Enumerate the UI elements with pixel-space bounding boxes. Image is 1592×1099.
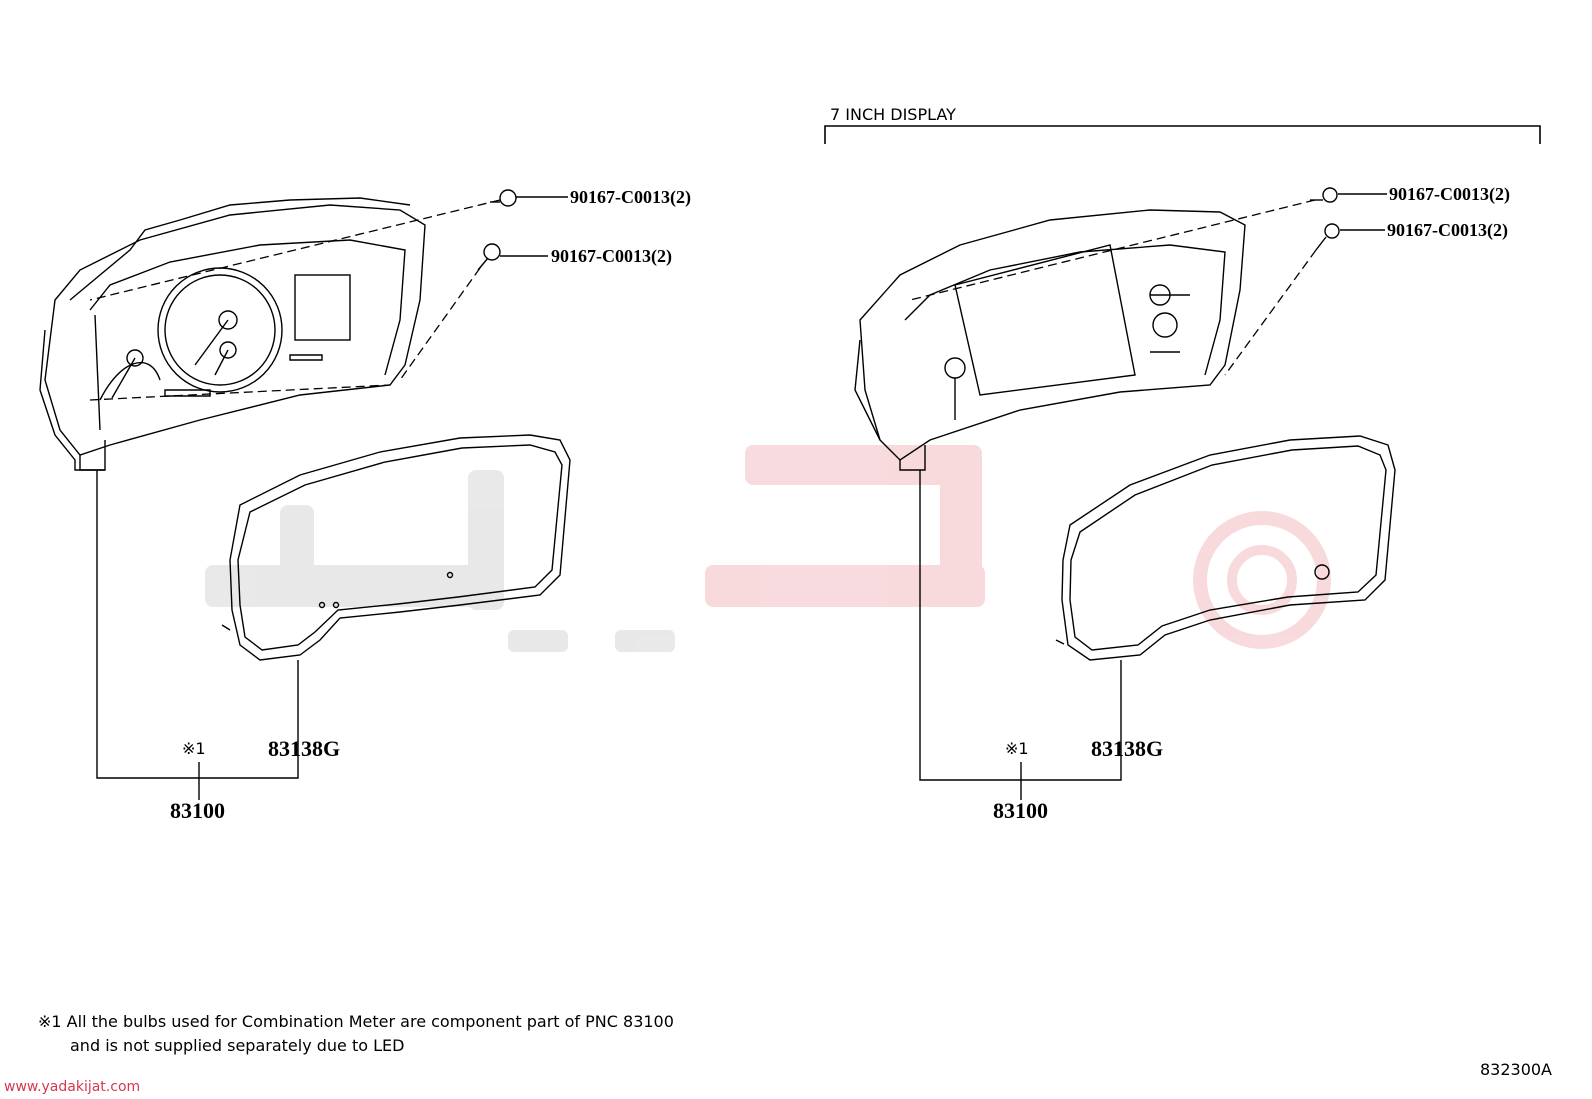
left-glass-label: 83138G — [268, 736, 340, 761]
right-leader-lines — [919, 193, 1387, 800]
section-bracket — [824, 125, 1541, 144]
right-meter-housing — [854, 209, 1246, 471]
right-note-ref: ※1 — [1005, 739, 1029, 758]
left-screw-bottom-label: 90167-C0013(2) — [551, 246, 672, 267]
right-screw-top-icon — [1310, 187, 1338, 203]
left-note-ref: ※1 — [182, 739, 206, 758]
left-glass-outline — [221, 434, 571, 661]
footnote: ※1 All the bulbs used for Combination Me… — [38, 1010, 674, 1058]
left-leader-lines — [96, 196, 568, 800]
left-screw-top-label: 90167-C0013(2) — [570, 187, 691, 208]
footnote-line-1: ※1 All the bulbs used for Combination Me… — [38, 1012, 674, 1031]
right-screw-bottom-icon — [1315, 223, 1340, 251]
diagram-code: 832300A — [1479, 1060, 1552, 1079]
right-glass-label: 83138G — [1091, 736, 1163, 761]
watermark-logo — [205, 445, 1331, 652]
left-meter-label: 83100 — [170, 798, 225, 823]
right-screw-top-label: 90167-C0013(2) — [1389, 184, 1510, 205]
watermark-url[interactable]: www.yadakijat.com — [4, 1079, 141, 1095]
left-screw-top-icon — [490, 189, 517, 207]
right-screw-bottom-label: 90167-C0013(2) — [1387, 220, 1508, 241]
right-glass-outline — [1055, 435, 1396, 661]
footnote-line-2: and is not supplied separately due to LE… — [70, 1036, 405, 1055]
right-leader-dashed — [909, 199, 1317, 376]
left-screw-bottom-icon — [477, 243, 501, 271]
section-title: 7 INCH DISPLAY — [830, 105, 956, 124]
left-meter-housing — [39, 197, 426, 471]
left-leader-dashed — [89, 199, 501, 401]
right-meter-label: 83100 — [993, 798, 1048, 823]
